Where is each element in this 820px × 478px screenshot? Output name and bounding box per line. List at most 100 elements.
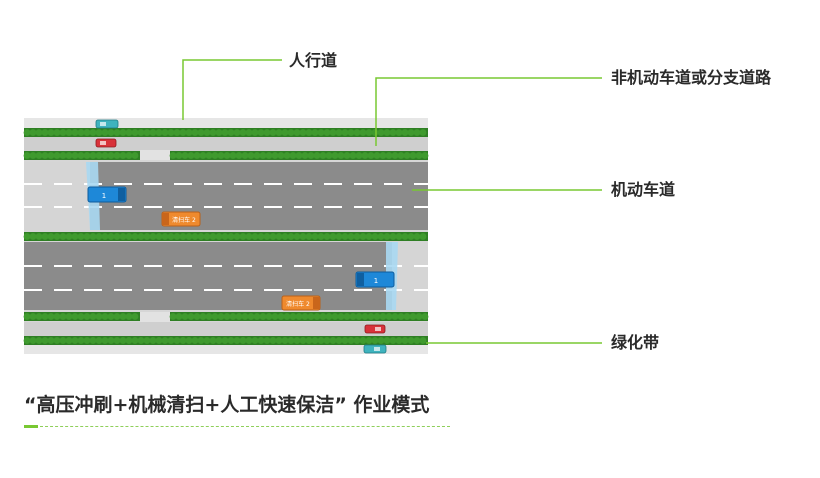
lane-dash	[204, 206, 222, 208]
hedge-shrub	[35, 337, 43, 344]
hedge-shrub	[215, 233, 223, 240]
hedge-shrub	[235, 152, 243, 159]
hedge-shrub	[95, 337, 103, 344]
hedge-shrub	[251, 233, 259, 240]
hedge-shrub	[305, 129, 313, 136]
hedge-shrub	[185, 233, 193, 240]
hedge-shrub	[251, 337, 259, 344]
hedge-shrub	[389, 129, 397, 136]
hedge-shrub	[199, 313, 207, 320]
lane-dash	[294, 206, 312, 208]
hedge-shrub	[371, 337, 379, 344]
lane-dash	[234, 206, 252, 208]
lane-dash	[84, 265, 102, 267]
hedge-shrub	[221, 129, 229, 136]
hedge-shrub	[245, 129, 253, 136]
hedge-shrub	[367, 152, 375, 159]
hedge-shrub	[101, 337, 109, 344]
lane-dash	[294, 183, 312, 185]
hedge-shrub	[161, 129, 169, 136]
hedge-shrub	[131, 129, 139, 136]
hedge-shrub	[125, 313, 133, 320]
lane-dash	[204, 289, 222, 291]
hedge-shrub	[341, 233, 349, 240]
hedge-shrub	[155, 129, 163, 136]
hedge-shrub	[347, 337, 355, 344]
hedge-shrub	[317, 129, 325, 136]
lane-dash	[414, 289, 432, 291]
hedge-shrub	[95, 233, 103, 240]
service-road-bottom	[24, 322, 428, 336]
hedge-shrub	[107, 129, 115, 136]
hedge-shrub	[35, 129, 43, 136]
hedge-shrub	[409, 152, 417, 159]
hedge-shrub	[211, 152, 219, 159]
lane-dash	[114, 206, 132, 208]
hedge-shrub	[223, 313, 231, 320]
hedge-shrub	[95, 152, 103, 159]
hedge-shrub	[311, 233, 319, 240]
lane-dash	[324, 206, 342, 208]
hedge-shrub	[377, 129, 385, 136]
lane-dash	[384, 206, 402, 208]
hedge-shrub	[287, 129, 295, 136]
lane-dash	[354, 183, 372, 185]
hedge-shrub	[65, 313, 73, 320]
hedge-shrub	[277, 152, 285, 159]
hedge-shrub	[125, 152, 133, 159]
hedge-shrub	[341, 129, 349, 136]
hedge-shrub	[221, 233, 229, 240]
hedge-shrub	[95, 313, 103, 320]
hedge-shrub	[245, 233, 253, 240]
hedge-shrub	[119, 313, 127, 320]
hedge-shrub	[329, 233, 337, 240]
hedge-shrub	[223, 152, 231, 159]
hedge-shrub	[377, 337, 385, 344]
hedge-shrub	[89, 152, 97, 159]
hedge-shrub	[203, 129, 211, 136]
hedge-shrub	[175, 313, 183, 320]
hedge-shrub	[185, 129, 193, 136]
lane-dash	[354, 206, 372, 208]
hedge-shrub	[113, 129, 121, 136]
hedge-shrub	[299, 129, 307, 136]
hedge-shrub	[257, 233, 265, 240]
flush-truck-lower-label: 1	[374, 277, 378, 285]
leader-sidewalk	[182, 59, 282, 120]
hedge-shrub	[179, 233, 187, 240]
hedge-shrub	[119, 337, 127, 344]
hedge-shrub	[289, 313, 297, 320]
hedge-shrub	[187, 152, 195, 159]
small-car-teal-top	[95, 119, 119, 129]
service-road-top	[24, 136, 428, 151]
hedge-shrub	[329, 337, 337, 344]
lane-dash	[234, 265, 252, 267]
hedge-shrub	[169, 152, 177, 159]
hedge-shrub	[101, 233, 109, 240]
hedge-shrub	[113, 233, 121, 240]
leader-service-road	[375, 77, 602, 146]
hedge-shrub	[35, 313, 43, 320]
hedge-shrub	[185, 337, 193, 344]
hedge-shrub	[131, 337, 139, 344]
hedge-shrub	[29, 233, 37, 240]
lane-dash	[414, 265, 432, 267]
hedge-shrub	[143, 233, 151, 240]
hedge-shrub	[361, 152, 369, 159]
hedge-shrub	[149, 129, 157, 136]
hedge-opening-top	[140, 150, 170, 160]
hedge-shrub	[175, 152, 183, 159]
hedge-shrub	[389, 233, 397, 240]
hedge-shrub	[241, 152, 249, 159]
hedge-shrub	[125, 233, 133, 240]
hedge-shrub	[77, 152, 85, 159]
hedge-shrub	[317, 233, 325, 240]
hedge-shrub	[229, 313, 237, 320]
hedge-shrub	[101, 152, 109, 159]
hedge-shrub	[269, 129, 277, 136]
lane-dash	[144, 265, 162, 267]
hedge-shrub	[59, 233, 67, 240]
lane-dash	[174, 183, 192, 185]
hedge-shrub	[77, 129, 85, 136]
hedge-shrub	[263, 233, 271, 240]
